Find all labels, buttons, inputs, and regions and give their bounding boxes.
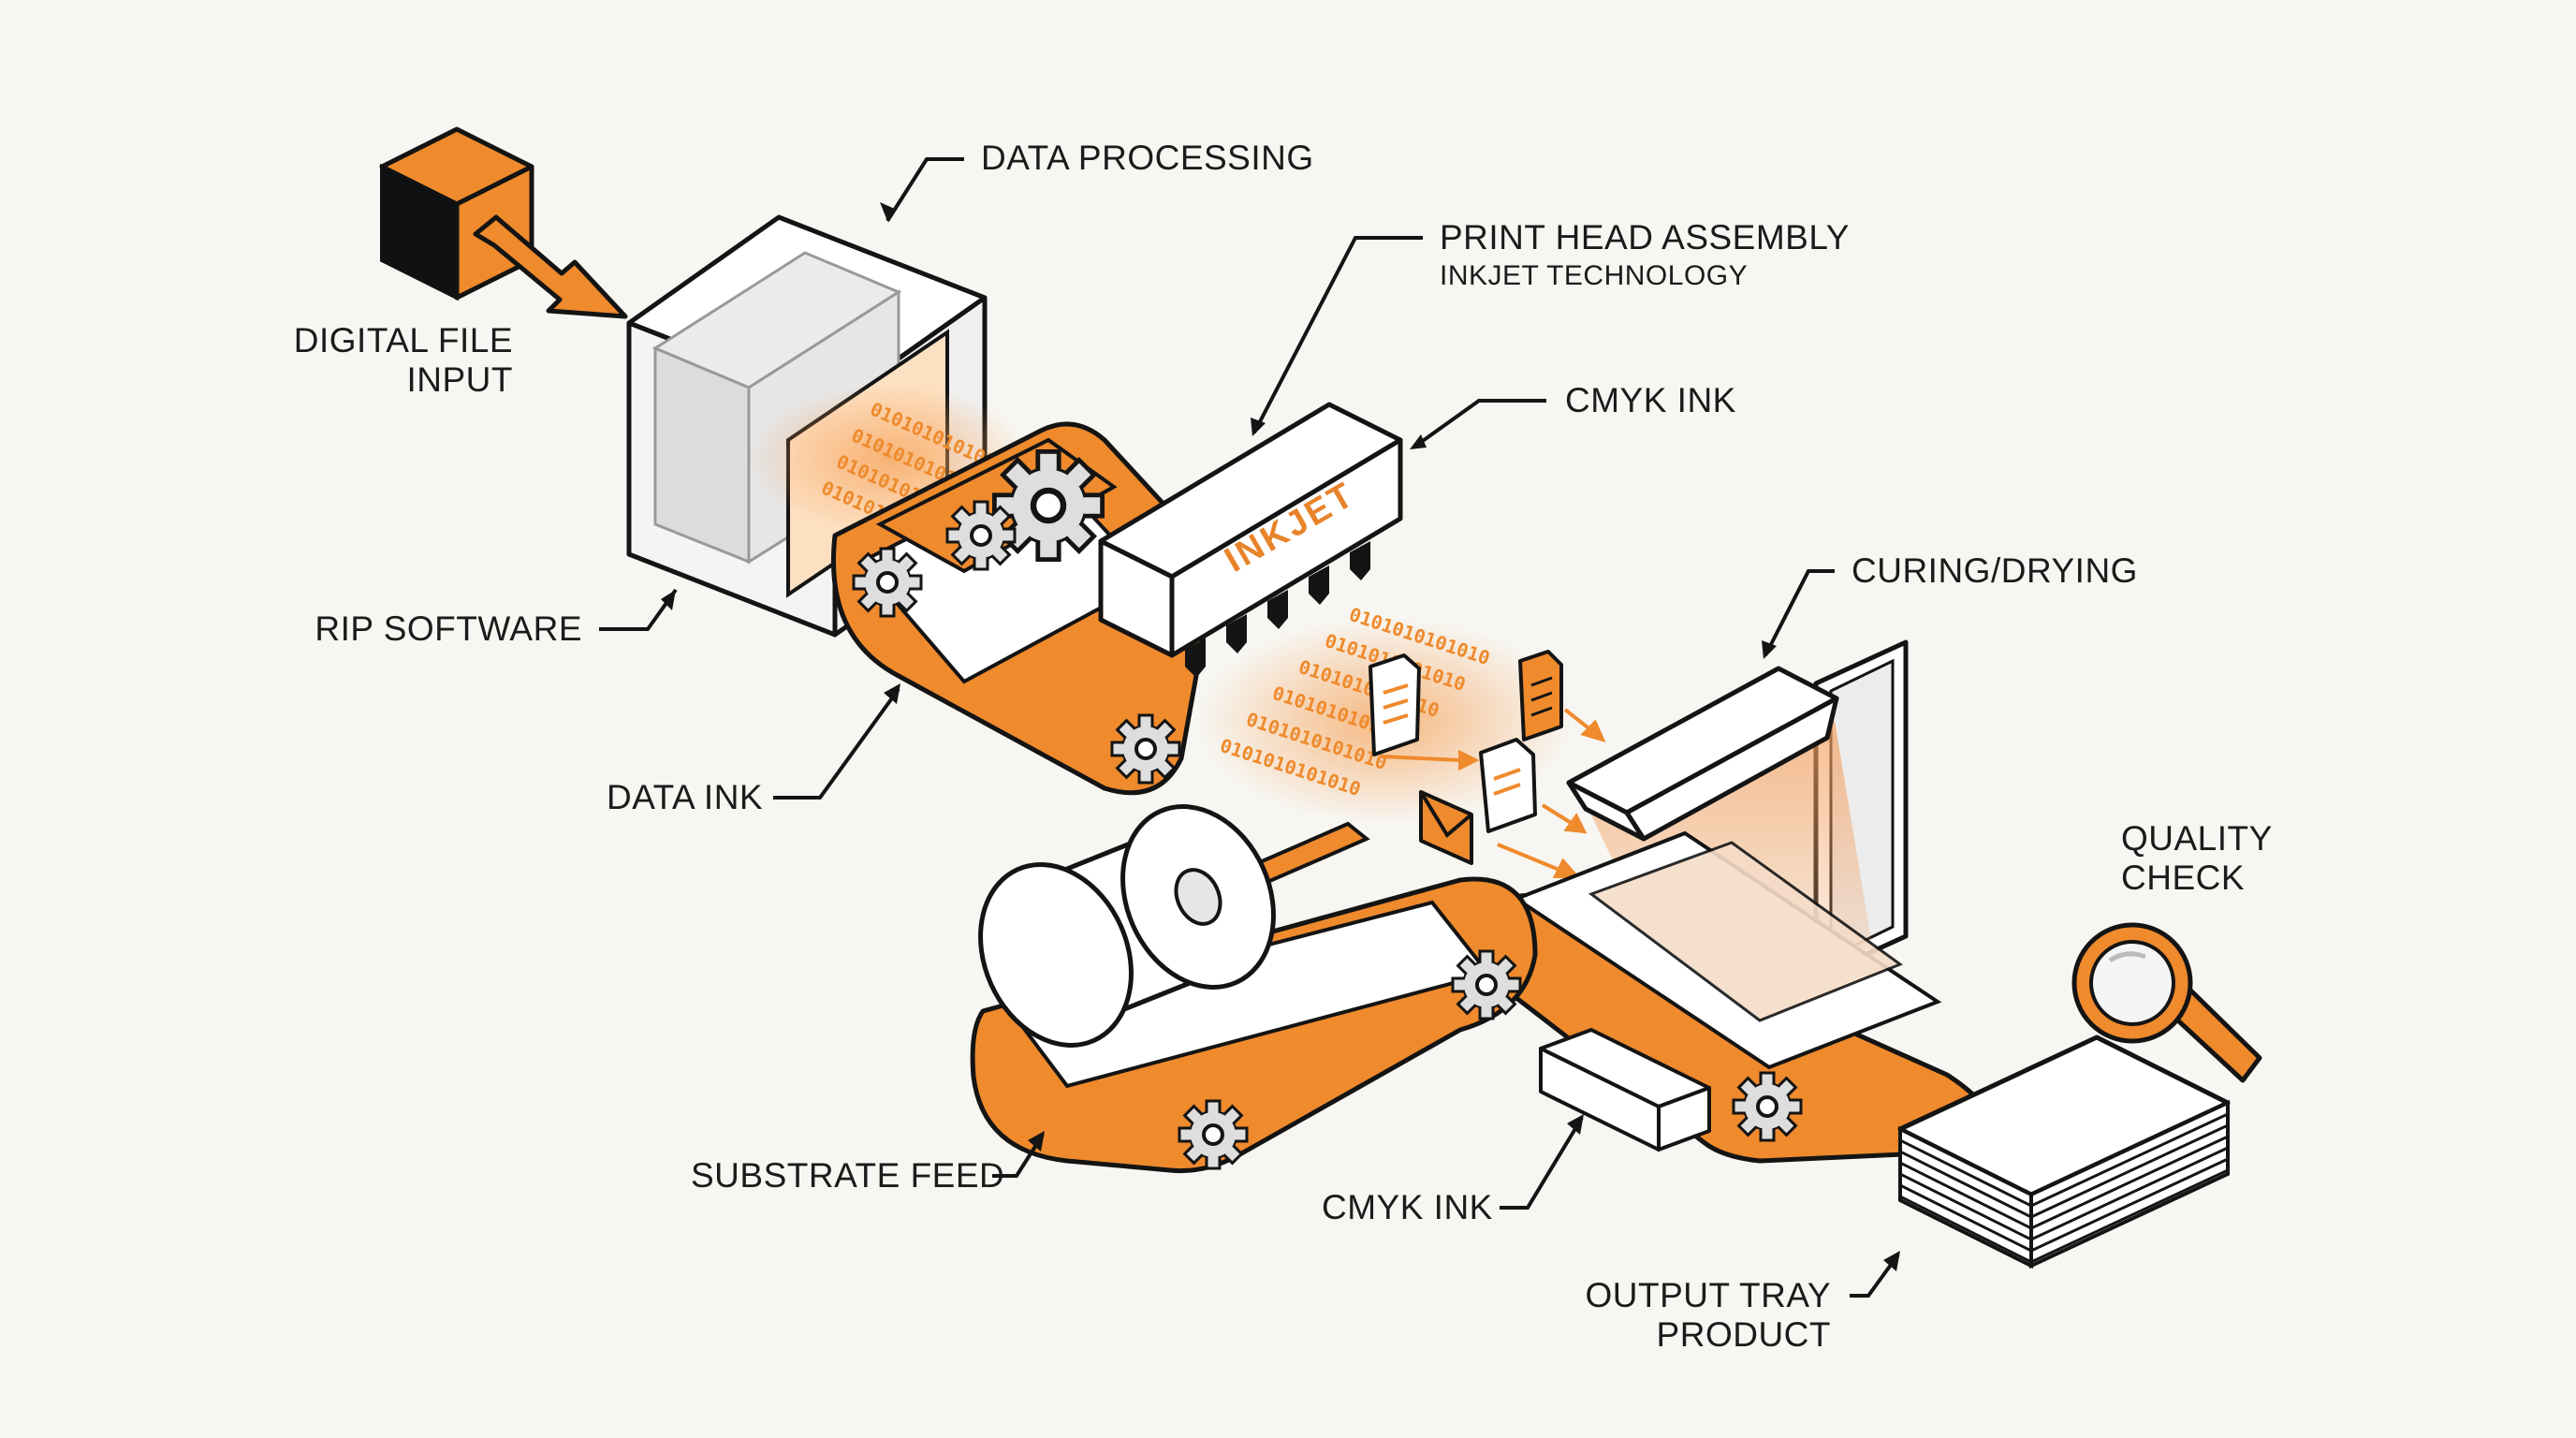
gear-icon bbox=[1451, 949, 1522, 1020]
cmyk-ink-bottom-arrowhead bbox=[1567, 1114, 1584, 1135]
cmyk-ink-top-leader bbox=[1412, 399, 1546, 449]
rip-software-leader bbox=[599, 588, 678, 631]
data-ink-label: DATA INK bbox=[607, 778, 763, 816]
input-arrow-icon bbox=[473, 214, 628, 319]
gear-icon bbox=[1110, 713, 1181, 785]
cmyk-ink-bottom-label: CMYK INK bbox=[1322, 1188, 1493, 1226]
paper-roll-icon bbox=[978, 804, 1276, 1048]
output-tray-label-2: PRODUCT bbox=[1657, 1315, 1831, 1354]
inkjet-technology-label: INKJET TECHNOLOGY bbox=[1440, 260, 1748, 291]
magnifier-icon bbox=[2071, 922, 2262, 1083]
document-icon bbox=[1518, 650, 1563, 741]
data-processing-leader bbox=[886, 157, 964, 223]
digital-file-input-label-1: DIGITAL FILE bbox=[294, 321, 513, 360]
print-head-assembly: INKJET bbox=[1098, 402, 1403, 678]
data-processing-label: DATA PROCESSING bbox=[981, 139, 1314, 177]
gear-icon bbox=[1178, 1099, 1249, 1170]
substrate-feed-arrowhead bbox=[1028, 1131, 1045, 1152]
ink-cartridge bbox=[1539, 1028, 1711, 1152]
envelope-icon bbox=[1419, 790, 1473, 865]
flow-arrows bbox=[1381, 708, 1606, 878]
paper-stack-icon bbox=[1897, 1034, 2231, 1269]
cmyk-ink-bottom-leader bbox=[1500, 1116, 1584, 1210]
curing-drying-leader bbox=[1764, 569, 1835, 656]
document-icon bbox=[1368, 653, 1421, 756]
curing-drying-arrowhead bbox=[1762, 640, 1777, 659]
digital-file-input-label-2: INPUT bbox=[407, 360, 514, 399]
quality-check-label-2: CHECK bbox=[2121, 858, 2245, 897]
rip-software-arrowhead bbox=[661, 590, 676, 610]
gear-icon bbox=[1732, 1071, 1803, 1142]
rip-software-label: RIP SOFTWARE bbox=[315, 609, 582, 648]
data-ink-leader bbox=[773, 687, 900, 800]
data-processing-arrowhead bbox=[880, 202, 897, 221]
substrate-feed-leader bbox=[992, 1133, 1045, 1178]
output-tray-arrowhead bbox=[1883, 1251, 1900, 1271]
cmyk-ink-top-arrowhead bbox=[1410, 434, 1427, 449]
cmyk-ink-top-label: CMYK INK bbox=[1565, 381, 1736, 419]
print-head-leader bbox=[1252, 236, 1423, 433]
digital-file-cube-icon bbox=[379, 126, 534, 301]
curing-drying-label: CURING/DRYING bbox=[1852, 551, 2138, 590]
substrate-feed-label: SUBSTRATE FEED bbox=[691, 1156, 1004, 1195]
output-conveyor bbox=[1487, 830, 1993, 1164]
output-tray-leader bbox=[1850, 1253, 1900, 1298]
data-ink-arrowhead bbox=[884, 683, 900, 704]
curing-lamp bbox=[1566, 666, 1839, 842]
print-head-arrowhead bbox=[1251, 418, 1266, 436]
document-icon bbox=[1479, 738, 1537, 833]
gear-icon bbox=[852, 547, 923, 618]
output-tray-label-1: OUTPUT TRAY bbox=[1586, 1276, 1831, 1314]
gear-icon bbox=[945, 500, 1017, 571]
quality-check-label-1: QUALITY bbox=[2121, 819, 2273, 858]
print-head-assembly-label: PRINT HEAD ASSEMBLY bbox=[1440, 218, 1850, 257]
